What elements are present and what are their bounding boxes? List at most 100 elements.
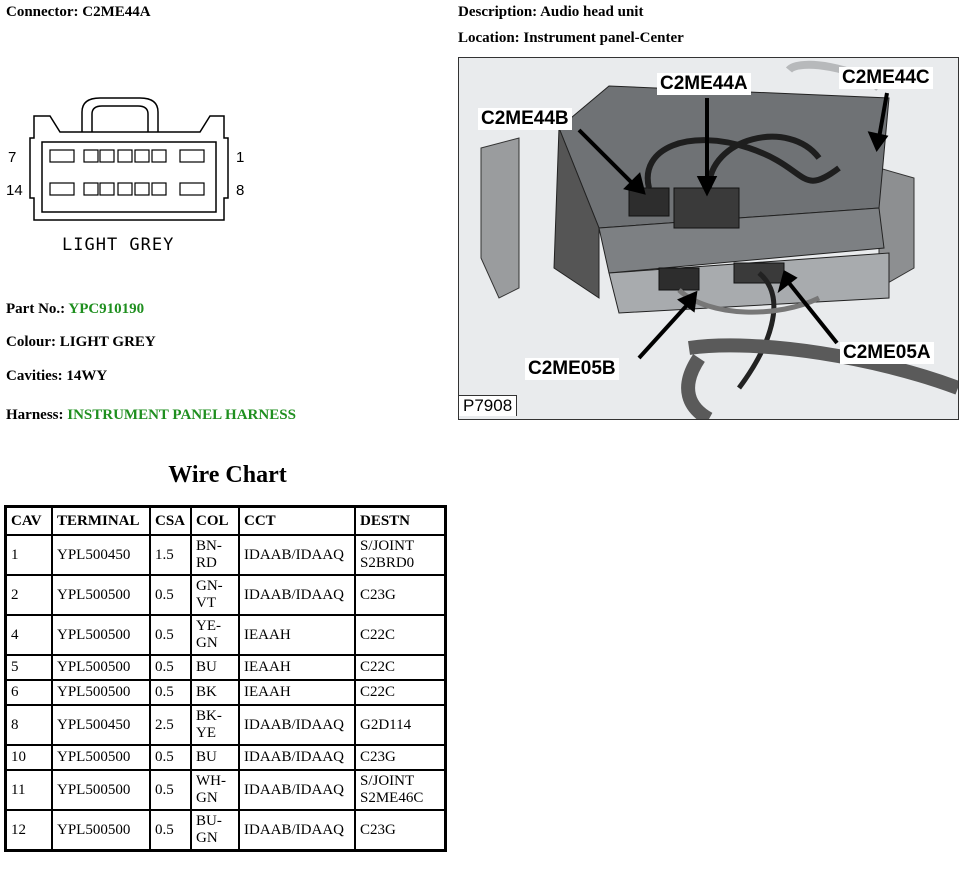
cell-cav: 2 [4, 574, 53, 616]
callout-c2me44c: C2ME44C [839, 67, 933, 89]
part-no-line: Part No.: YPC910190 [6, 301, 144, 318]
cell-csa: 0.5 [149, 679, 192, 706]
cell-destn: G2D114 [354, 704, 447, 746]
harness-label: Harness: [6, 407, 64, 423]
cell-destn: C23G [354, 574, 447, 616]
pin-label-1: 1 [236, 149, 244, 166]
harness-line: Harness: INSTRUMENT PANEL HARNESS [6, 407, 296, 424]
location-label: Location: [458, 30, 520, 46]
cell-terminal: YPL500450 [51, 534, 151, 576]
cell-col: BU [190, 654, 240, 681]
location-photo: C2ME44A C2ME44B C2ME44C C2ME05A C2ME05B … [458, 57, 959, 420]
cell-csa: 0.5 [149, 574, 192, 616]
cell-cct: IDAAB/IDAAQ [238, 809, 356, 852]
cell-terminal: YPL500500 [51, 679, 151, 706]
pin-label-7: 7 [8, 149, 16, 166]
cell-csa: 1.5 [149, 534, 192, 576]
part-no-link[interactable]: YPC910190 [68, 301, 145, 317]
cell-terminal: YPL500500 [51, 574, 151, 616]
cell-terminal: YPL500450 [51, 704, 151, 746]
cell-cct: IEAAH [238, 614, 356, 656]
pin-label-14: 14 [6, 182, 23, 199]
cell-col: YE-GN [190, 614, 240, 656]
cell-cct: IDAAB/IDAAQ [238, 534, 356, 576]
cell-destn: C22C [354, 679, 447, 706]
cell-cct: IEAAH [238, 654, 356, 681]
connector-face-diagram: 7 1 14 8 LIGHT GREY [6, 97, 244, 255]
connector-line: Connector: C2ME44A [6, 4, 151, 21]
cell-col: BK [190, 679, 240, 706]
cavities-value: 14WY [66, 368, 108, 384]
colour-label: Colour: [6, 334, 56, 350]
cell-cav: 1 [4, 534, 53, 576]
header-terminal: TERMINAL [51, 505, 151, 536]
cell-terminal: YPL500500 [51, 654, 151, 681]
colour-value: LIGHT GREY [59, 334, 156, 350]
cell-col: WH-GN [190, 769, 240, 811]
cell-col: GN-VT [190, 574, 240, 616]
cell-terminal: YPL500500 [51, 769, 151, 811]
cell-cav: 10 [4, 744, 53, 771]
cell-cct: IDAAB/IDAAQ [238, 704, 356, 746]
cell-col: BN-RD [190, 534, 240, 576]
description-value: Audio head unit [540, 4, 644, 20]
head-unit-illustration [459, 58, 958, 419]
cell-cct: IDAAB/IDAAQ [238, 744, 356, 771]
description-label: Description: [458, 4, 538, 20]
cell-csa: 0.5 [149, 614, 192, 656]
connector-value: C2ME44A [82, 4, 151, 20]
header-col: COL [190, 505, 240, 536]
cell-cav: 8 [4, 704, 53, 746]
cavities-line: Cavities: 14WY [6, 368, 107, 385]
cavities-label: Cavities: [6, 368, 63, 384]
cell-csa: 0.5 [149, 654, 192, 681]
cell-terminal: YPL500500 [51, 614, 151, 656]
cell-csa: 2.5 [149, 704, 192, 746]
cell-col: BU-GN [190, 809, 240, 852]
header-csa: CSA [149, 505, 192, 536]
location-value: Instrument panel-Center [523, 30, 684, 46]
location-line: Location: Instrument panel-Center [458, 30, 684, 47]
cell-cav: 4 [4, 614, 53, 656]
callout-c2me05b: C2ME05B [525, 358, 619, 380]
cell-destn: C22C [354, 614, 447, 656]
photo-figure-id: P7908 [459, 395, 518, 416]
header-destn: DESTN [354, 505, 447, 536]
cell-terminal: YPL500500 [51, 744, 151, 771]
header-cct: CCT [238, 505, 356, 536]
wire-chart-title: Wire Chart [168, 462, 287, 488]
callout-c2me44a: C2ME44A [657, 73, 751, 95]
cell-cav: 5 [4, 654, 53, 681]
cell-csa: 0.5 [149, 809, 192, 852]
connector-label: Connector: [6, 4, 79, 20]
cell-cct: IDAAB/IDAAQ [238, 574, 356, 616]
harness-link[interactable]: INSTRUMENT PANEL HARNESS [67, 407, 296, 423]
cell-csa: 0.5 [149, 769, 192, 811]
connector-colour-caption: LIGHT GREY [62, 235, 174, 255]
callout-c2me05a: C2ME05A [840, 342, 934, 364]
pin-label-8: 8 [236, 182, 244, 199]
cell-cct: IEAAH [238, 679, 356, 706]
header-cav: CAV [4, 505, 53, 536]
cell-col: BU [190, 744, 240, 771]
description-line: Description: Audio head unit [458, 4, 643, 21]
cell-destn: C22C [354, 654, 447, 681]
cell-cav: 11 [4, 769, 53, 811]
cell-cav: 12 [4, 809, 53, 852]
cell-destn: C23G [354, 809, 447, 852]
cell-col: BK-YE [190, 704, 240, 746]
callout-c2me44b: C2ME44B [478, 108, 572, 130]
part-no-label: Part No.: [6, 301, 66, 317]
cell-csa: 0.5 [149, 744, 192, 771]
